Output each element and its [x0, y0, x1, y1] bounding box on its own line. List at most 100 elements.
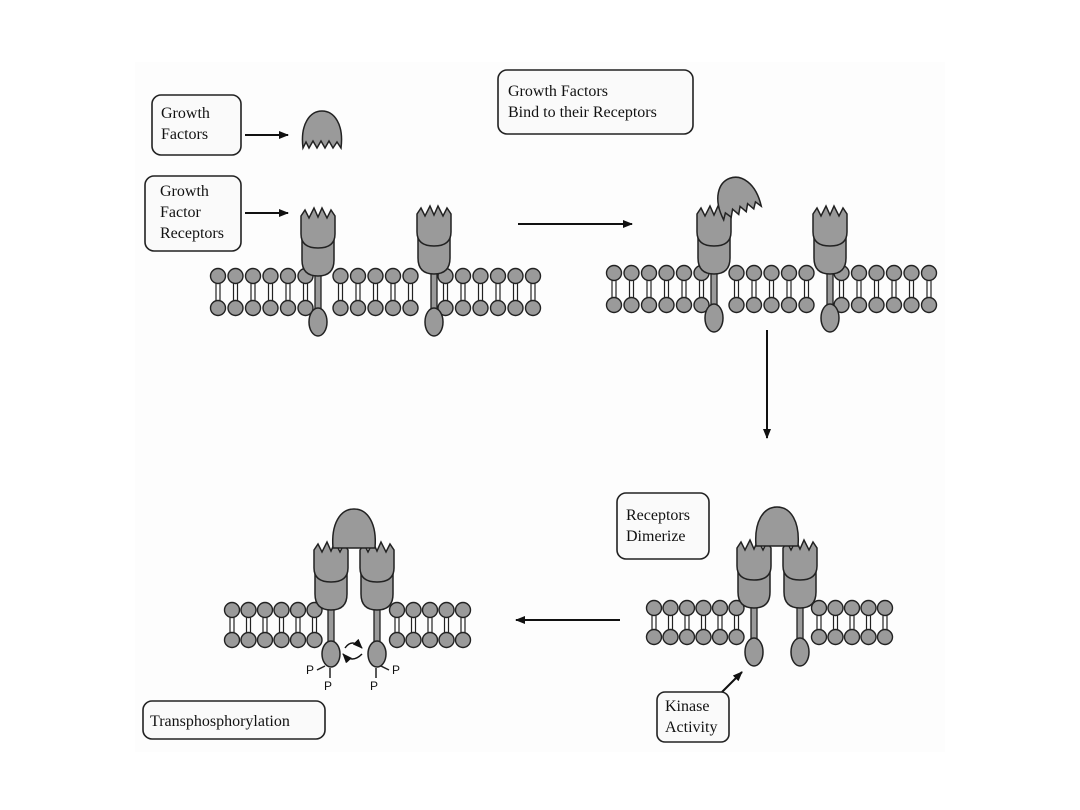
growth-factor-ligand-dimer-left: [332, 508, 376, 549]
lipid-head: [244, 299, 262, 317]
svg-text:Factors: Factors: [161, 126, 208, 143]
lipid-bilayer: [645, 599, 894, 646]
lipid-head: [695, 628, 712, 646]
lipid-head: [289, 601, 307, 619]
lipid-head: [903, 264, 920, 282]
label-growth-factor-receptors: Growth Factor Receptors: [144, 175, 242, 252]
lipid-head: [876, 628, 894, 646]
lipid-head: [262, 267, 279, 285]
lipid-head: [507, 299, 524, 317]
lipid-head: [223, 631, 241, 649]
label-receptors-dimerize: Receptors Dimerize: [616, 492, 710, 560]
lipid-head: [763, 264, 780, 282]
svg-text:Growth: Growth: [160, 183, 209, 200]
lipid-head: [240, 631, 257, 649]
lipid-head: [675, 264, 693, 282]
diagram-background: [135, 62, 945, 752]
lipid-head: [868, 264, 885, 282]
lipid-head: [728, 628, 745, 646]
lipid-head: [524, 299, 542, 317]
lipid-head: [728, 296, 745, 314]
svg-text:Growth Factors: Growth Factors: [508, 83, 608, 100]
arrow-kinase: [721, 671, 743, 693]
lipid-head: [384, 267, 402, 285]
lipid-head: [728, 264, 745, 282]
lipid-head: [885, 264, 903, 282]
svg-text:Growth: Growth: [161, 105, 210, 122]
lipid-head: [678, 628, 696, 646]
lipid-head: [645, 628, 663, 646]
lipid-head: [388, 631, 406, 649]
phosphate-label: P: [324, 679, 332, 693]
lipid-head: [605, 296, 623, 314]
lipid-head: [279, 267, 297, 285]
lipid-head: [384, 299, 402, 317]
svg-text:Bind to their Receptors: Bind to their Receptors: [508, 104, 657, 121]
lipid-head: [623, 264, 640, 282]
lipid-head: [860, 628, 877, 646]
growth-factor-receptor: [812, 204, 848, 333]
lipid-head: [367, 267, 384, 285]
transphosphorylation-arrow-bottom: [342, 653, 363, 664]
label-kinase-activity: Kinase Activity: [656, 691, 730, 743]
lipid-head: [798, 296, 815, 314]
lipid-head: [297, 299, 314, 317]
lipid-head: [745, 296, 763, 314]
growth-factor-ligand-binding: [717, 176, 763, 223]
label-growth-factors: Growth Factors: [151, 94, 242, 156]
lipid-head: [279, 299, 297, 317]
lipid-head: [209, 267, 227, 285]
lipid-head: [920, 264, 938, 282]
lipid-head: [850, 264, 868, 282]
growth-factor-receptor: [300, 206, 336, 337]
lipid-head: [645, 599, 663, 617]
lipid-head: [349, 267, 367, 285]
lipid-head: [438, 631, 455, 649]
lipid-head: [332, 267, 349, 285]
svg-text:Transphosphorylation: Transphosphorylation: [150, 713, 290, 730]
lipid-head: [843, 628, 861, 646]
lipid-head: [472, 267, 489, 285]
lipid-head: [273, 631, 290, 649]
growth-factor-receptor: [359, 540, 395, 668]
lipid-head: [402, 267, 419, 285]
label-bind-to-receptors: Growth Factors Bind to their Receptors: [497, 69, 694, 135]
lipid-head: [662, 628, 679, 646]
lipid-head: [388, 601, 406, 619]
lipid-head: [223, 601, 241, 619]
lipid-head: [289, 631, 307, 649]
lipid-bilayer: [605, 264, 938, 314]
lipid-head: [678, 599, 696, 617]
lipid-head: [728, 599, 745, 617]
lipid-head: [903, 296, 920, 314]
lipid-head: [472, 299, 489, 317]
svg-text:Dimerize: Dimerize: [626, 528, 686, 545]
lipid-head: [405, 601, 422, 619]
lipid-head: [623, 296, 640, 314]
lipid-head: [658, 264, 675, 282]
lipid-head: [227, 299, 244, 317]
lipid-head: [402, 299, 419, 317]
lipid-head: [695, 599, 712, 617]
membranes: [209, 264, 938, 649]
lipid-head: [920, 296, 938, 314]
lipid-bilayer: [209, 267, 542, 317]
growth-factor-receptor: [416, 204, 452, 337]
growth-factor-ligand-free: [301, 110, 343, 151]
lipid-head: [273, 601, 290, 619]
lipid-head: [454, 267, 472, 285]
lipid-head: [507, 267, 524, 285]
receptors: [300, 204, 848, 668]
lipid-head: [489, 267, 507, 285]
lipid-head: [244, 267, 262, 285]
lipid-head: [332, 299, 349, 317]
lipid-head: [675, 296, 693, 314]
label-transphosphorylation: Transphosphorylation: [142, 700, 326, 740]
growth-factor-receptor: [782, 538, 818, 667]
lipid-head: [810, 628, 828, 646]
lipid-head: [827, 628, 844, 646]
lipid-head: [405, 631, 422, 649]
phosphate-stalks: [316, 665, 390, 678]
lipid-head: [763, 296, 780, 314]
